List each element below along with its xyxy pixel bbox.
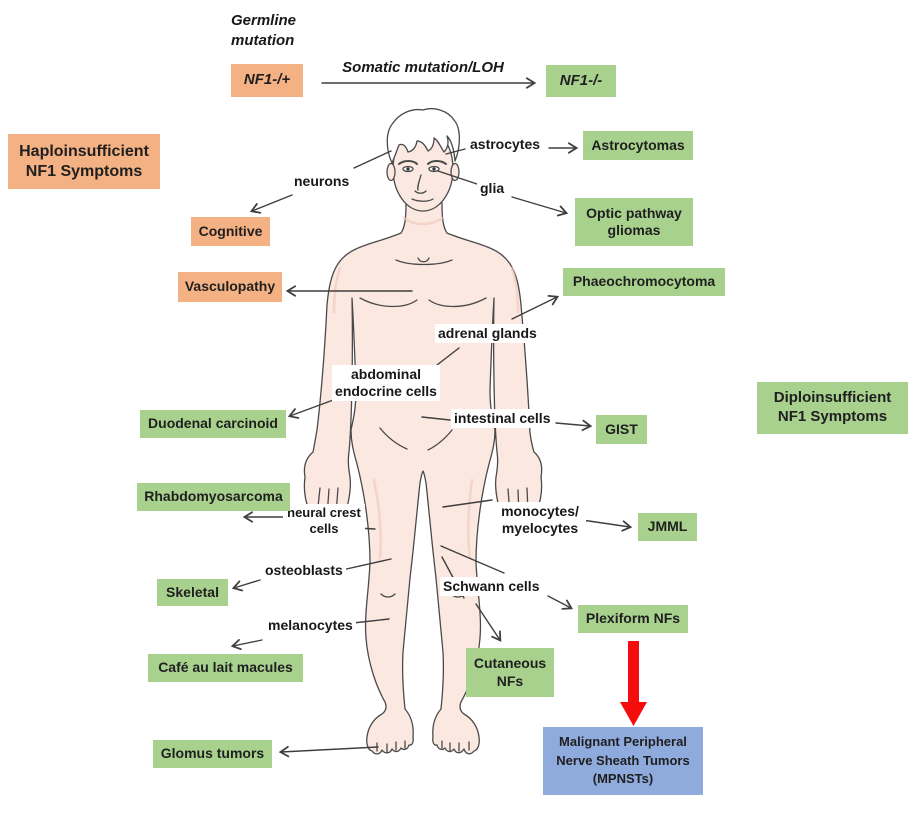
vasculopathy-box: Vasculopathy [178, 272, 282, 302]
somatic-mutation-label: Somatic mutation/LOH [342, 59, 504, 76]
glia-label: glia [477, 179, 508, 199]
line-body-to-intestinal [421, 416, 451, 421]
line-leg-to-schwann-a [440, 545, 505, 574]
red-arrow-plexiform-to-mpnst [620, 641, 647, 726]
jmml-box: JMML [638, 513, 697, 541]
line-leg-to-melanocytes [352, 618, 390, 624]
adrenal-glands-label: adrenal glands [435, 324, 540, 344]
astrocytes-label: astrocytes [467, 135, 544, 155]
line-head-to-astrocytes [445, 148, 466, 155]
neural-crest-cells-label: neural crest cells [283, 504, 365, 538]
line-neurons-to-head [353, 150, 392, 169]
line-body-to-osteoblasts [341, 558, 392, 571]
osteoblasts-label: osteoblasts [262, 561, 346, 581]
arrow-schwann-to-plexiform [547, 595, 574, 610]
duodenal-carcinoid-box: Duodenal carcinoid [140, 410, 286, 438]
left-pupil [406, 167, 410, 171]
arrow-neurons-to-cognitive [249, 194, 293, 214]
diploinsufficient-header-box: Diploinsufficient NF1 Symptoms [757, 382, 908, 434]
nf1-homozygous-box: NF1-/- [546, 65, 616, 97]
plexiform-nfs-box: Plexiform NFs [578, 605, 688, 633]
nose [417, 174, 422, 191]
body-detail-lines [316, 257, 529, 753]
germline-mutation-label: Germline mutation [231, 12, 297, 49]
haploinsufficient-header-box: Haploinsufficient NF1 Symptoms [8, 134, 160, 189]
mpnst-box: Malignant Peripheral Nerve Sheath Tumors… [543, 727, 703, 795]
hair [386, 107, 461, 164]
arrow-melanocytes-to-cafe [230, 638, 263, 651]
body-shading [332, 216, 520, 560]
line-adrenal-glands [436, 347, 460, 366]
neurons-label: neurons [291, 172, 353, 192]
intestinal-cells-label: intestinal cells [451, 409, 554, 429]
arrow-endocrine-to-duodenal [287, 398, 337, 419]
arrow-adrenal-to-phaeochromocytoma [511, 294, 560, 320]
melanocytes-label: melanocytes [265, 616, 356, 636]
monocytes-myelocytes-label: monocytes/ myelocytes [494, 502, 586, 539]
right-pupil [432, 167, 436, 171]
skeletal-box: Skeletal [157, 579, 228, 606]
cognitive-box: Cognitive [191, 217, 270, 246]
optic-pathway-gliomas-box: Optic pathway gliomas [575, 198, 693, 246]
cutaneous-nfs-box: Cutaneous NFs [466, 648, 554, 697]
gist-box: GIST [596, 415, 647, 444]
mouth [411, 198, 434, 202]
arrow-glia-to-gliomas [511, 196, 569, 217]
left-ear [386, 162, 396, 182]
phaeochromocytoma-box: Phaeochromocytoma [563, 268, 725, 296]
left-eyebrow [398, 160, 418, 165]
astrocytomas-box: Astrocytomas [583, 131, 693, 160]
abdominal-endocrine-cells-label: abdominal endocrine cells [332, 365, 440, 402]
rhabdomyosarcoma-box: Rhabdomyosarcoma [137, 483, 290, 511]
arrow-schwann-to-cutaneous [475, 603, 502, 642]
nf1-heterozygous-box: NF1-/+ [231, 64, 303, 97]
right-eyebrow [427, 160, 447, 165]
arrow-osteoblasts-to-skeletal [231, 579, 261, 592]
nostrils [414, 190, 427, 194]
line-head-to-glia [437, 170, 478, 185]
arrow-foot-to-glomus [278, 745, 379, 758]
cafe-au-lait-macules-box: Café au lait macules [148, 654, 303, 682]
line-body-to-monocytes [442, 499, 493, 508]
arrow-intestinal-to-gist [555, 419, 593, 432]
schwann-cells-label: Schwann cells [440, 577, 543, 597]
glomus-tumors-box: Glomus tumors [153, 740, 272, 768]
